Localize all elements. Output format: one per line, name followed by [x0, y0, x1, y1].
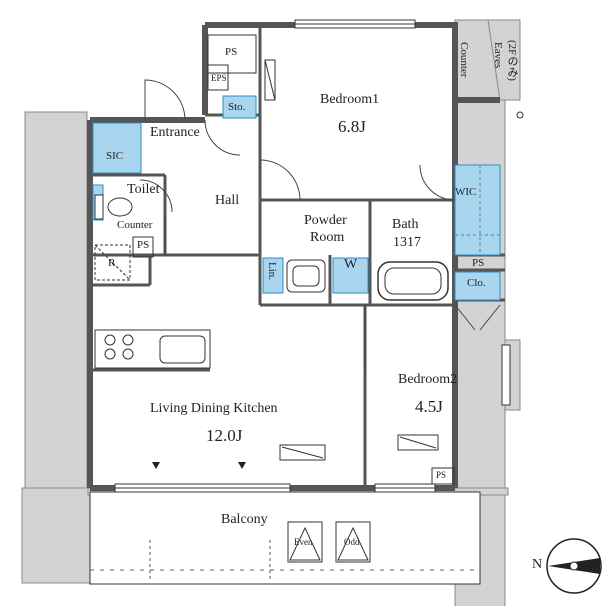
bedroom2-name: Bedroom2 [398, 372, 458, 387]
doors [139, 79, 501, 370]
counter-toilet-label: Counter [117, 219, 153, 231]
bathtub [377, 261, 449, 301]
ldk-size: 12.0J [206, 426, 243, 445]
ps-right-label: PS [472, 257, 485, 269]
balcony-name: Balcony [221, 512, 268, 527]
odd-label: Odd [344, 537, 360, 547]
clo-label: Clo. [467, 277, 486, 289]
bath-name: Bath [392, 217, 419, 232]
bedroom2-size: 4.5J [415, 397, 443, 416]
eps-label: EPS [211, 73, 227, 83]
toilet-fixture [107, 197, 133, 217]
compass-n-label: N [532, 557, 543, 572]
compass-needle [546, 538, 602, 594]
ldk-name: Living Dining Kitchen [150, 401, 278, 416]
exterior-shading [21, 19, 521, 606]
bath-size: 1317 [393, 235, 421, 250]
ps-toilet-label: PS [137, 239, 150, 251]
windows [114, 19, 511, 493]
ps-bottom-label: PS [436, 470, 447, 480]
eaves-label: Eaves [492, 42, 504, 69]
sic-label: SIC [106, 150, 124, 162]
wic-label: WIC [455, 186, 477, 198]
counter-top-label: Counter [458, 42, 470, 78]
r-mark-label: R [108, 257, 116, 269]
entrance-name: Entrance [150, 125, 200, 140]
bedroom1-size: 6.8J [338, 117, 366, 136]
w-label: W [344, 257, 358, 272]
eaves-note-label: (2Fのみ) [506, 40, 518, 81]
toilet-name: Toilet [127, 182, 160, 197]
even-label: Even [294, 537, 313, 547]
hall-name: Hall [215, 193, 240, 208]
bedroom1-name: Bedroom1 [320, 92, 380, 107]
lin-label: Lin. [266, 262, 278, 281]
powder-room-name: Powder [304, 213, 347, 228]
powder-room-name-2: Room [310, 230, 345, 245]
sto-label: Sto. [228, 101, 246, 113]
balcony-area [89, 491, 481, 585]
ps-top-label: PS [225, 46, 238, 58]
